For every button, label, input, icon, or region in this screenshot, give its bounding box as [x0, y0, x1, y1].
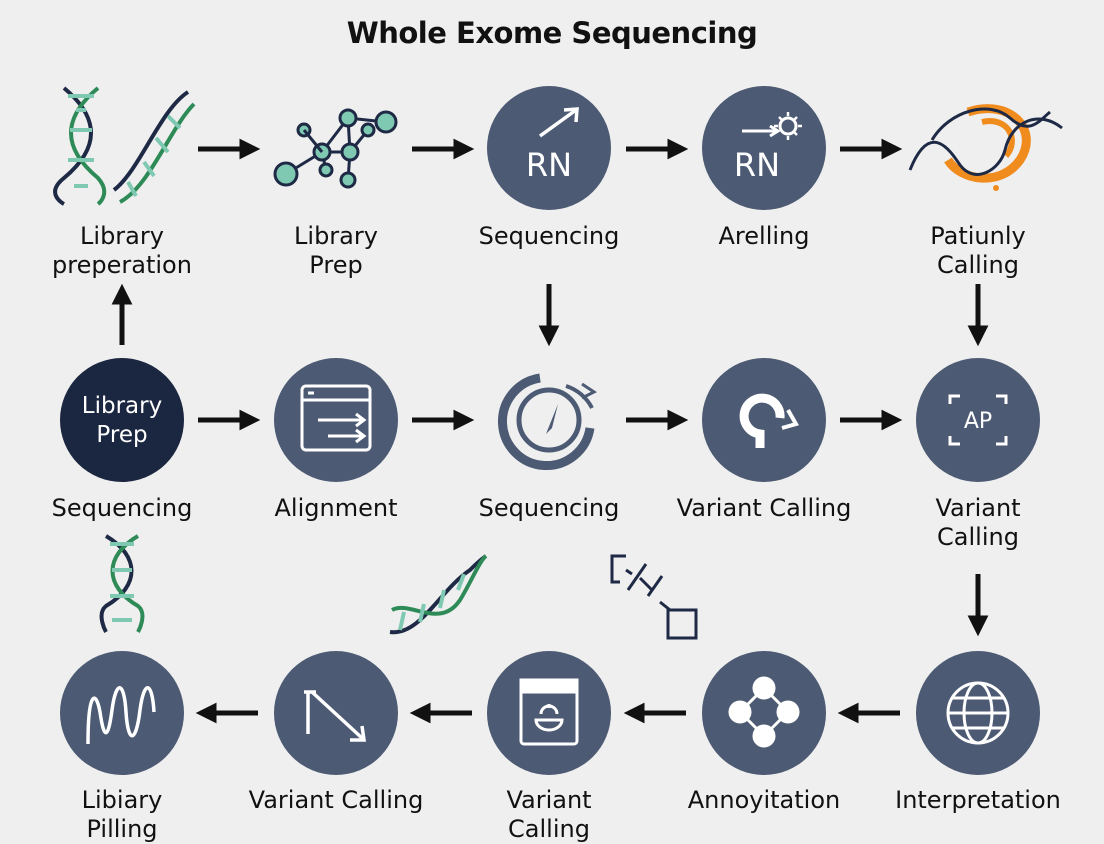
label-r2-1: Sequencing	[51, 494, 193, 522]
dna-helix-icon	[53, 86, 196, 206]
rotate-icon	[739, 393, 800, 448]
label-r1-5: Patiunly Calling	[930, 222, 1026, 279]
refresh-cursor-icon	[498, 373, 597, 470]
label-r1-4: Arelling	[718, 222, 810, 250]
label-r2-3: Sequencing	[478, 494, 620, 522]
label-r1-1: Library preperation	[52, 222, 192, 279]
diagram-title: Whole Exome Sequencing	[346, 16, 758, 50]
network-graph-icon	[728, 676, 800, 748]
label-r2-4: Variant Calling	[676, 494, 852, 522]
arrows-vertical	[111, 283, 989, 637]
label-r1-2: Library Prep	[294, 222, 378, 279]
circle-text-arelling: RN	[734, 146, 780, 184]
circle-variant-calling-1	[702, 358, 826, 482]
circle-sequencing-1	[487, 86, 611, 210]
label-r3-4: Annoyitation	[687, 786, 841, 814]
arrow-diagonal-icon	[538, 107, 579, 138]
diagonal-arrow-icon	[304, 690, 367, 742]
label-r3-1: Libiary Pilling	[81, 786, 163, 843]
label-r2-5: Variant Calling	[935, 494, 1021, 551]
scan-frame-icon	[948, 394, 1008, 446]
circle-variant-calling-4	[487, 651, 611, 775]
circle-annoyitation	[702, 651, 826, 775]
circle-arelling	[702, 86, 826, 210]
library-prep-circle-label: Library Prep	[81, 393, 163, 448]
calendar-icon	[519, 678, 579, 746]
circle-library-prep	[60, 358, 184, 482]
orange-tangle-icon	[908, 104, 1063, 191]
circle-text-sequencing: RN	[526, 146, 572, 184]
waveform-icon	[86, 686, 156, 745]
dna-small-icon	[99, 534, 145, 633]
dna-diagonal-icon	[389, 554, 488, 635]
molecule-network-icon	[273, 108, 398, 189]
circle-libiary-pilling	[60, 651, 184, 775]
label-r3-3: Variant Calling	[506, 786, 592, 843]
sun-arrow-icon	[742, 112, 802, 140]
label-r2-2: Alignment	[274, 494, 398, 522]
globe-icon	[946, 681, 1010, 745]
label-r3-5: Interpretation	[895, 786, 1061, 814]
browser-window-icon	[300, 384, 372, 452]
circle-variant-calling-2	[916, 358, 1040, 482]
broken-chain-icon	[610, 554, 698, 640]
circle-text-ap: AP	[964, 409, 992, 434]
label-r1-3: Sequencing	[478, 222, 620, 250]
label-r3-2: Variant Calling	[248, 786, 424, 814]
